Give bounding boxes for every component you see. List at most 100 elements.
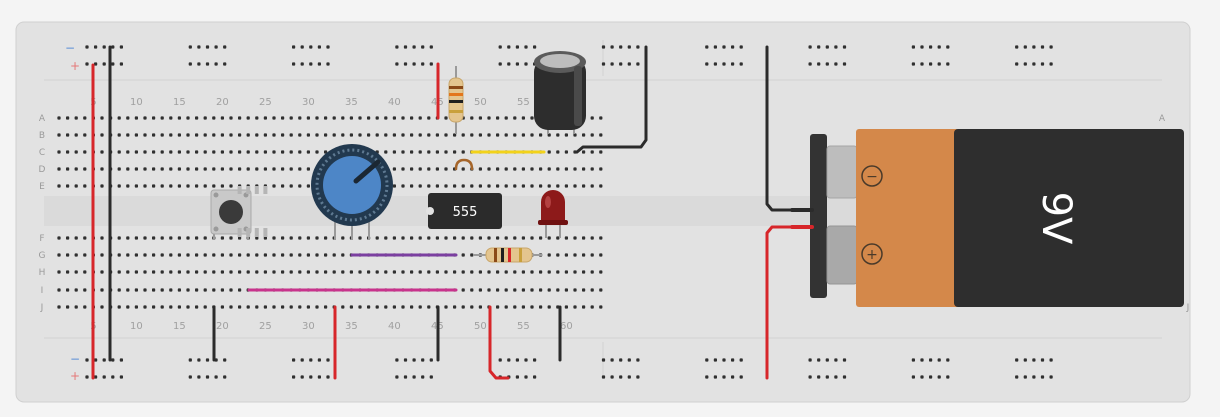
breadboard-hole[interactable] [590, 305, 594, 309]
breadboard-hole[interactable] [229, 253, 233, 257]
rail-hole[interactable] [85, 358, 89, 362]
breadboard-hole[interactable] [392, 116, 396, 120]
rail-hole[interactable] [421, 45, 425, 49]
rail-hole[interactable] [197, 375, 201, 379]
breadboard-hole[interactable] [195, 184, 199, 188]
rail-hole[interactable] [533, 358, 537, 362]
rail-hole[interactable] [920, 358, 924, 362]
rail-hole[interactable] [817, 375, 821, 379]
breadboard-hole[interactable] [324, 150, 328, 154]
breadboard-hole[interactable] [66, 167, 70, 171]
breadboard-hole[interactable] [590, 167, 594, 171]
breadboard-hole[interactable] [74, 305, 78, 309]
rail-hole[interactable] [817, 358, 821, 362]
breadboard-hole[interactable] [272, 253, 276, 257]
breadboard-hole[interactable] [478, 167, 482, 171]
breadboard-hole[interactable] [547, 150, 551, 154]
breadboard-hole[interactable] [410, 116, 414, 120]
breadboard-hole[interactable] [590, 253, 594, 257]
breadboard-hole[interactable] [573, 270, 577, 274]
breadboard-hole[interactable] [263, 116, 267, 120]
breadboard-hole[interactable] [427, 305, 431, 309]
breadboard-hole[interactable] [74, 133, 78, 137]
breadboard-hole[interactable] [375, 305, 379, 309]
breadboard-hole[interactable] [530, 116, 534, 120]
breadboard-hole[interactable] [169, 133, 173, 137]
breadboard-hole[interactable] [487, 288, 491, 292]
breadboard-hole[interactable] [289, 236, 293, 240]
breadboard-hole[interactable] [306, 133, 310, 137]
rail-hole[interactable] [102, 358, 106, 362]
rail-hole[interactable] [85, 62, 89, 66]
breadboard-hole[interactable] [83, 150, 87, 154]
breadboard-hole[interactable] [160, 167, 164, 171]
breadboard-hole[interactable] [126, 150, 130, 154]
breadboard-hole[interactable] [573, 253, 577, 257]
breadboard-hole[interactable] [134, 150, 138, 154]
breadboard-hole[interactable] [539, 270, 543, 274]
rail-hole[interactable] [412, 62, 416, 66]
breadboard-hole[interactable] [453, 236, 457, 240]
breadboard-hole[interactable] [332, 116, 336, 120]
breadboard-hole[interactable] [152, 253, 156, 257]
rail-hole[interactable] [610, 375, 614, 379]
breadboard-hole[interactable] [599, 305, 603, 309]
rail-hole[interactable] [619, 375, 623, 379]
breadboard-hole[interactable] [418, 167, 422, 171]
rail-hole[interactable] [1015, 358, 1019, 362]
breadboard-hole[interactable] [195, 236, 199, 240]
breadboard-hole[interactable] [203, 288, 207, 292]
breadboard-hole[interactable] [599, 253, 603, 257]
breadboard-hole[interactable] [186, 288, 190, 292]
breadboard-hole[interactable] [358, 116, 362, 120]
breadboard-hole[interactable] [435, 167, 439, 171]
breadboard-hole[interactable] [418, 305, 422, 309]
breadboard-hole[interactable] [461, 288, 465, 292]
breadboard-hole[interactable] [324, 133, 328, 137]
breadboard-hole[interactable] [599, 167, 603, 171]
breadboard-hole[interactable] [530, 236, 534, 240]
breadboard-hole[interactable] [281, 184, 285, 188]
breadboard-hole[interactable] [599, 150, 603, 154]
breadboard-hole[interactable] [83, 133, 87, 137]
rail-hole[interactable] [214, 62, 218, 66]
breadboard-hole[interactable] [220, 236, 224, 240]
breadboard-hole[interactable] [255, 167, 259, 171]
breadboard-hole[interactable] [177, 236, 181, 240]
breadboard-hole[interactable] [238, 236, 242, 240]
breadboard-hole[interactable] [513, 184, 517, 188]
breadboard-hole[interactable] [74, 116, 78, 120]
breadboard-hole[interactable] [332, 253, 336, 257]
breadboard-hole[interactable] [177, 184, 181, 188]
rail-hole[interactable] [309, 62, 313, 66]
breadboard-hole[interactable] [255, 305, 259, 309]
breadboard-hole[interactable] [410, 270, 414, 274]
breadboard-hole[interactable] [315, 305, 319, 309]
breadboard-hole[interactable] [255, 133, 259, 137]
breadboard-hole[interactable] [186, 116, 190, 120]
rail-hole[interactable] [317, 45, 321, 49]
rail-hole[interactable] [205, 45, 210, 49]
breadboard-hole[interactable] [418, 150, 422, 154]
breadboard-hole[interactable] [203, 270, 207, 274]
breadboard-hole[interactable] [461, 305, 465, 309]
breadboard-hole[interactable] [547, 184, 551, 188]
rail-hole[interactable] [317, 62, 321, 66]
breadboard-hole[interactable] [513, 116, 517, 120]
breadboard-hole[interactable] [203, 167, 207, 171]
rail-hole[interactable] [429, 375, 433, 379]
rail-hole[interactable] [309, 358, 313, 362]
breadboard-hole[interactable] [401, 270, 405, 274]
breadboard-hole[interactable] [152, 167, 156, 171]
rail-hole[interactable] [946, 45, 950, 49]
breadboard-hole[interactable] [349, 270, 353, 274]
breadboard-hole[interactable] [143, 133, 147, 137]
rail-hole[interactable] [524, 62, 528, 66]
breadboard-hole[interactable] [263, 305, 267, 309]
rail-hole[interactable] [515, 45, 519, 49]
breadboard-hole[interactable] [375, 133, 379, 137]
rail-hole[interactable] [102, 62, 106, 66]
breadboard-hole[interactable] [298, 133, 302, 137]
breadboard-hole[interactable] [496, 288, 500, 292]
breadboard-hole[interactable] [315, 133, 319, 137]
